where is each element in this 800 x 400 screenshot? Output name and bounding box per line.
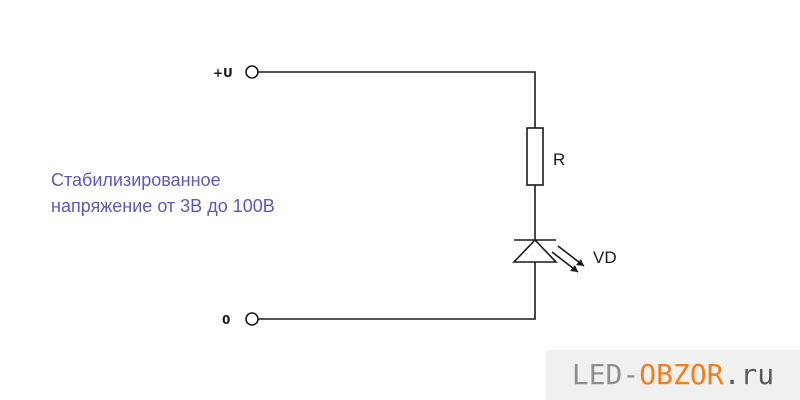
resistor-label: R (553, 150, 565, 169)
emission-arrowhead-2 (576, 259, 584, 266)
wire-bottom (258, 262, 536, 320)
terminal-label-ground: 0 (222, 313, 230, 327)
light-emission-icon (551, 245, 585, 273)
watermark-separator: - (622, 358, 640, 391)
voltage-caption: Стабилизированное напряжение от 3В до 10… (51, 167, 275, 219)
caption-line-1: Стабилизированное (51, 170, 221, 190)
led-triangle (512, 238, 558, 263)
wire-top (258, 71, 536, 128)
terminal-ground (245, 312, 259, 326)
caption-line-2: напряжение от 3В до 100В (51, 196, 275, 216)
watermark-part-1: LED (571, 358, 623, 391)
led (512, 238, 558, 263)
site-watermark: LED-OBZOR.ru (546, 350, 800, 400)
resistor (526, 127, 544, 186)
terminal-label-positive: +U (213, 66, 233, 80)
led-label: VD (593, 248, 617, 267)
watermark-part-3: .ru (723, 358, 775, 391)
emission-arrowhead-1 (570, 265, 578, 272)
terminal-positive (245, 65, 259, 79)
watermark-part-2: OBZOR (639, 358, 724, 391)
